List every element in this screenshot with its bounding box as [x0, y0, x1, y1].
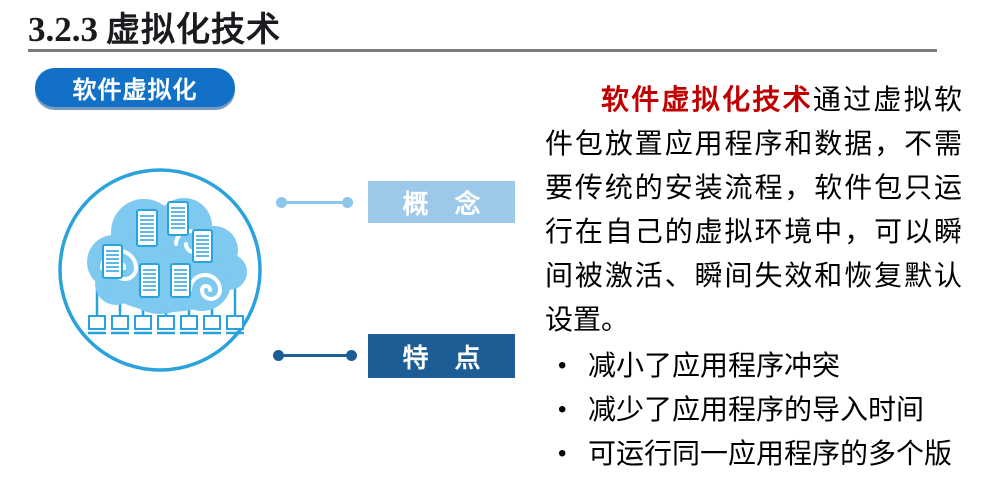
connector-dot [342, 197, 353, 208]
list-item-text: 可运行同一应用程序的多个版本 [588, 438, 953, 483]
features-list: • 减小了应用程序冲突 • 减少了应用程序的导入时间 • 可运行同一应用程序的多… [545, 344, 970, 483]
connector-line [287, 200, 342, 205]
concept-connector-line [276, 197, 353, 208]
bullet-icon: • [558, 396, 567, 423]
features-label-box: 特 点 [368, 334, 515, 378]
list-item: • 减小了应用程序冲突 [545, 344, 970, 388]
connector-line [284, 353, 346, 358]
list-item-text: 减小了应用程序冲突 [588, 350, 841, 381]
connector-dot [273, 350, 284, 361]
connector-dot [346, 350, 357, 361]
list-item-text: 减少了应用程序的导入时间 [588, 394, 925, 425]
page-title-number: 3.2.3 [28, 10, 98, 49]
highlighted-term: 软件虚拟化技术 [601, 84, 813, 115]
cloud-servers-icon [56, 166, 264, 374]
bullet-icon: • [558, 352, 567, 379]
connector-dot [276, 197, 287, 208]
paragraph-body: 通过虚拟软件包放置应用程序和数据，不需要传统的安装流程，软件包只运行在自己的虚拟… [545, 84, 962, 335]
bullet-icon: • [558, 440, 567, 467]
section-badge: 软件虚拟化 [35, 68, 235, 107]
title-underline [28, 49, 937, 52]
section-badge-label: 软件虚拟化 [72, 77, 198, 104]
list-item: • 减少了应用程序的导入时间 [545, 388, 970, 432]
concept-label-box: 概 念 [368, 181, 515, 223]
features-label: 特 点 [402, 342, 481, 373]
description-paragraph: 软件虚拟化技术通过虚拟软件包放置应用程序和数据，不需要传统的安装流程，软件包只运… [545, 78, 962, 342]
features-connector-line [273, 350, 357, 361]
list-item: • 可运行同一应用程序的多个版本 [545, 432, 970, 483]
cloud-servers-svg [58, 168, 262, 372]
page-title-text: 虚拟化技术 [106, 11, 281, 49]
concept-label: 概 念 [402, 188, 481, 219]
